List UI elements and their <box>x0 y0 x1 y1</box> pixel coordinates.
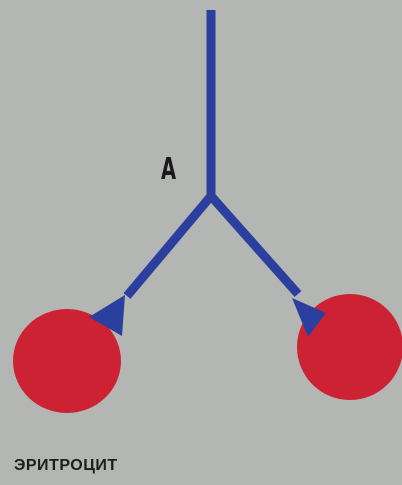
antibody-right-arm <box>211 196 298 294</box>
antibody-y-shape <box>127 10 298 296</box>
label-a: A <box>161 152 176 187</box>
erythrocyte-label: ЭРИТРОЦИТ <box>14 457 118 475</box>
antibody-left-arm <box>127 196 211 296</box>
